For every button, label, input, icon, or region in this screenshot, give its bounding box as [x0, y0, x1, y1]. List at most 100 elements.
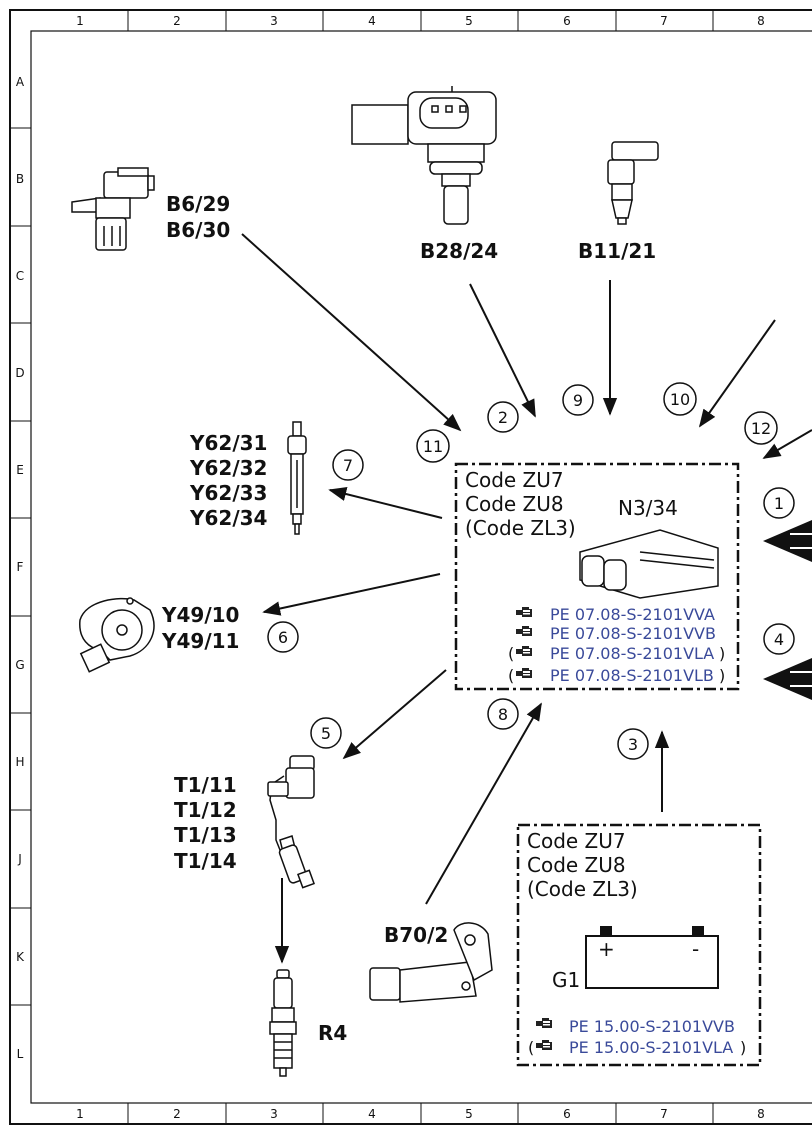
hand-pointer-icon	[516, 668, 532, 678]
hand-pointer-icon	[516, 626, 532, 636]
sheet-frame	[9, 9, 812, 1125]
component-label-y62-33: Y62/33	[189, 481, 267, 505]
callout-8: 8	[487, 698, 519, 730]
row-label: B	[16, 172, 24, 186]
arrow-ecu-to-t1	[342, 669, 447, 760]
ecu-module-drawing	[579, 529, 719, 599]
arrow-b6-to-ecu	[241, 233, 462, 432]
col-label: 3	[270, 14, 278, 28]
col-label: 7	[660, 14, 668, 28]
ecu-ref-link[interactable]: PE 07.08-S-2101VLA	[550, 644, 714, 663]
component-label-y62-34: Y62/34	[189, 506, 267, 530]
callout-9: 9	[562, 384, 594, 416]
injector-drawing	[287, 421, 307, 535]
battery-minus-label: -	[692, 937, 699, 961]
col-label: 4	[368, 14, 376, 28]
callout-1: 1	[763, 487, 795, 519]
actuator-drawing	[79, 597, 155, 673]
callout-number: 10	[670, 390, 690, 409]
callout-number: 11	[423, 437, 443, 456]
arrow-ecu-to-y49	[262, 573, 441, 616]
component-label-t1-12: T1/12	[174, 798, 237, 822]
col-label: 6	[563, 1107, 571, 1121]
col-label: 5	[465, 1107, 473, 1121]
col-label: 8	[757, 1107, 765, 1121]
callout-number: 8	[498, 705, 508, 724]
callout-number: 6	[278, 628, 288, 647]
ref-close-paren: )	[740, 1038, 746, 1057]
hand-pointer-icon	[536, 1018, 552, 1028]
ref-open-paren: (	[508, 666, 514, 685]
col-label: 2	[173, 1107, 181, 1121]
ecu-ref-link[interactable]: PE 07.08-S-2101VLB	[550, 666, 714, 685]
ecu-name-label: N3/34	[618, 496, 678, 520]
component-label-y49-11: Y49/11	[161, 629, 239, 653]
col-label: 4	[368, 1107, 376, 1121]
row-label: H	[15, 755, 24, 769]
ecu-ref-3[interactable]: ( PE 07.08-S-2101VLA )	[508, 644, 725, 663]
callout-number: 2	[498, 408, 508, 427]
callout-3: 3	[617, 728, 649, 760]
battery-ref-link[interactable]: PE 15.00-S-2101VVB	[569, 1017, 735, 1036]
hand-pointer-icon	[536, 1040, 552, 1050]
battery-code-3: (Code ZL3)	[527, 877, 638, 901]
battery-ref-link[interactable]: PE 15.00-S-2101VLA	[569, 1038, 733, 1057]
component-label-b28-24: B28/24	[420, 239, 498, 263]
pressure-sensor-drawing	[351, 86, 497, 225]
col-label: 8	[757, 14, 765, 28]
ignition-coil-drawing	[267, 755, 315, 889]
input-arrow-1	[763, 520, 812, 562]
col-label: 6	[563, 14, 571, 28]
hand-pointer-icon	[516, 646, 532, 656]
callout-number: 7	[343, 456, 353, 475]
battery-box: Code ZU7 Code ZU8 (Code ZL3) + - G1 PE 1…	[516, 823, 762, 1067]
ecu-ref-4[interactable]: ( PE 07.08-S-2101VLB )	[508, 666, 725, 685]
battery-ref-1[interactable]: PE 15.00-S-2101VVB	[536, 1017, 735, 1036]
arrow-b28-to-ecu	[469, 283, 536, 418]
ecu-ref-1[interactable]: PE 07.08-S-2101VVA	[516, 605, 715, 624]
callout-11: 11	[416, 429, 450, 463]
battery-drawing: + -	[585, 926, 719, 989]
row-label: F	[17, 560, 24, 574]
col-label: 1	[76, 14, 84, 28]
ecu-ref-link[interactable]: PE 07.08-S-2101VVB	[550, 624, 716, 643]
callout-number: 12	[751, 419, 771, 438]
hand-pointer-icon	[516, 607, 532, 617]
component-label-b70-2: B70/2	[384, 923, 448, 947]
row-label: K	[16, 950, 25, 964]
callout-number: 1	[774, 494, 784, 513]
col-label: 7	[660, 1107, 668, 1121]
column-labels-bottom: 1 2 3 4 5 6 7 8	[76, 1107, 765, 1121]
battery-code-2: Code ZU8	[527, 853, 626, 877]
spark-plug-drawing	[269, 969, 297, 1077]
col-label: 3	[270, 1107, 278, 1121]
ecu-code-2: Code ZU8	[465, 492, 564, 516]
component-label-t1-14: T1/14	[174, 849, 237, 873]
battery-ref-2[interactable]: ( PE 15.00-S-2101VLA )	[528, 1038, 746, 1057]
ecu-code-1: Code ZU7	[465, 468, 564, 492]
row-label: E	[16, 463, 24, 477]
component-label-y62-32: Y62/32	[189, 456, 267, 480]
arrow-10-to-ecu	[698, 319, 776, 428]
ecu-ref-link[interactable]: PE 07.08-S-2101VVA	[550, 605, 715, 624]
ref-open-paren: (	[508, 644, 514, 663]
battery-plus-label: +	[598, 937, 615, 961]
row-labels-left: A B C D E F G H J K L	[15, 75, 25, 1061]
callout-2: 2	[487, 401, 519, 433]
row-label: A	[16, 75, 25, 89]
component-label-t1-13: T1/13	[174, 823, 237, 847]
col-label: 1	[76, 1107, 84, 1121]
row-label: C	[16, 269, 24, 283]
ecu-code-3: (Code ZL3)	[465, 516, 576, 540]
col-label: 5	[465, 14, 473, 28]
arrow-b70-to-ecu	[425, 702, 542, 905]
ecu-ref-2[interactable]: PE 07.08-S-2101VVB	[516, 624, 716, 643]
battery-code-1: Code ZU7	[527, 829, 626, 853]
arrow-12-to-ecu	[762, 429, 812, 459]
col-label: 2	[173, 14, 181, 28]
input-arrow-4	[763, 658, 812, 700]
callout-number: 9	[573, 391, 583, 410]
component-label-b11-21: B11/21	[578, 239, 656, 263]
component-label-b6-29: B6/29	[166, 192, 230, 216]
arrow-ecu-to-y62	[328, 486, 443, 519]
